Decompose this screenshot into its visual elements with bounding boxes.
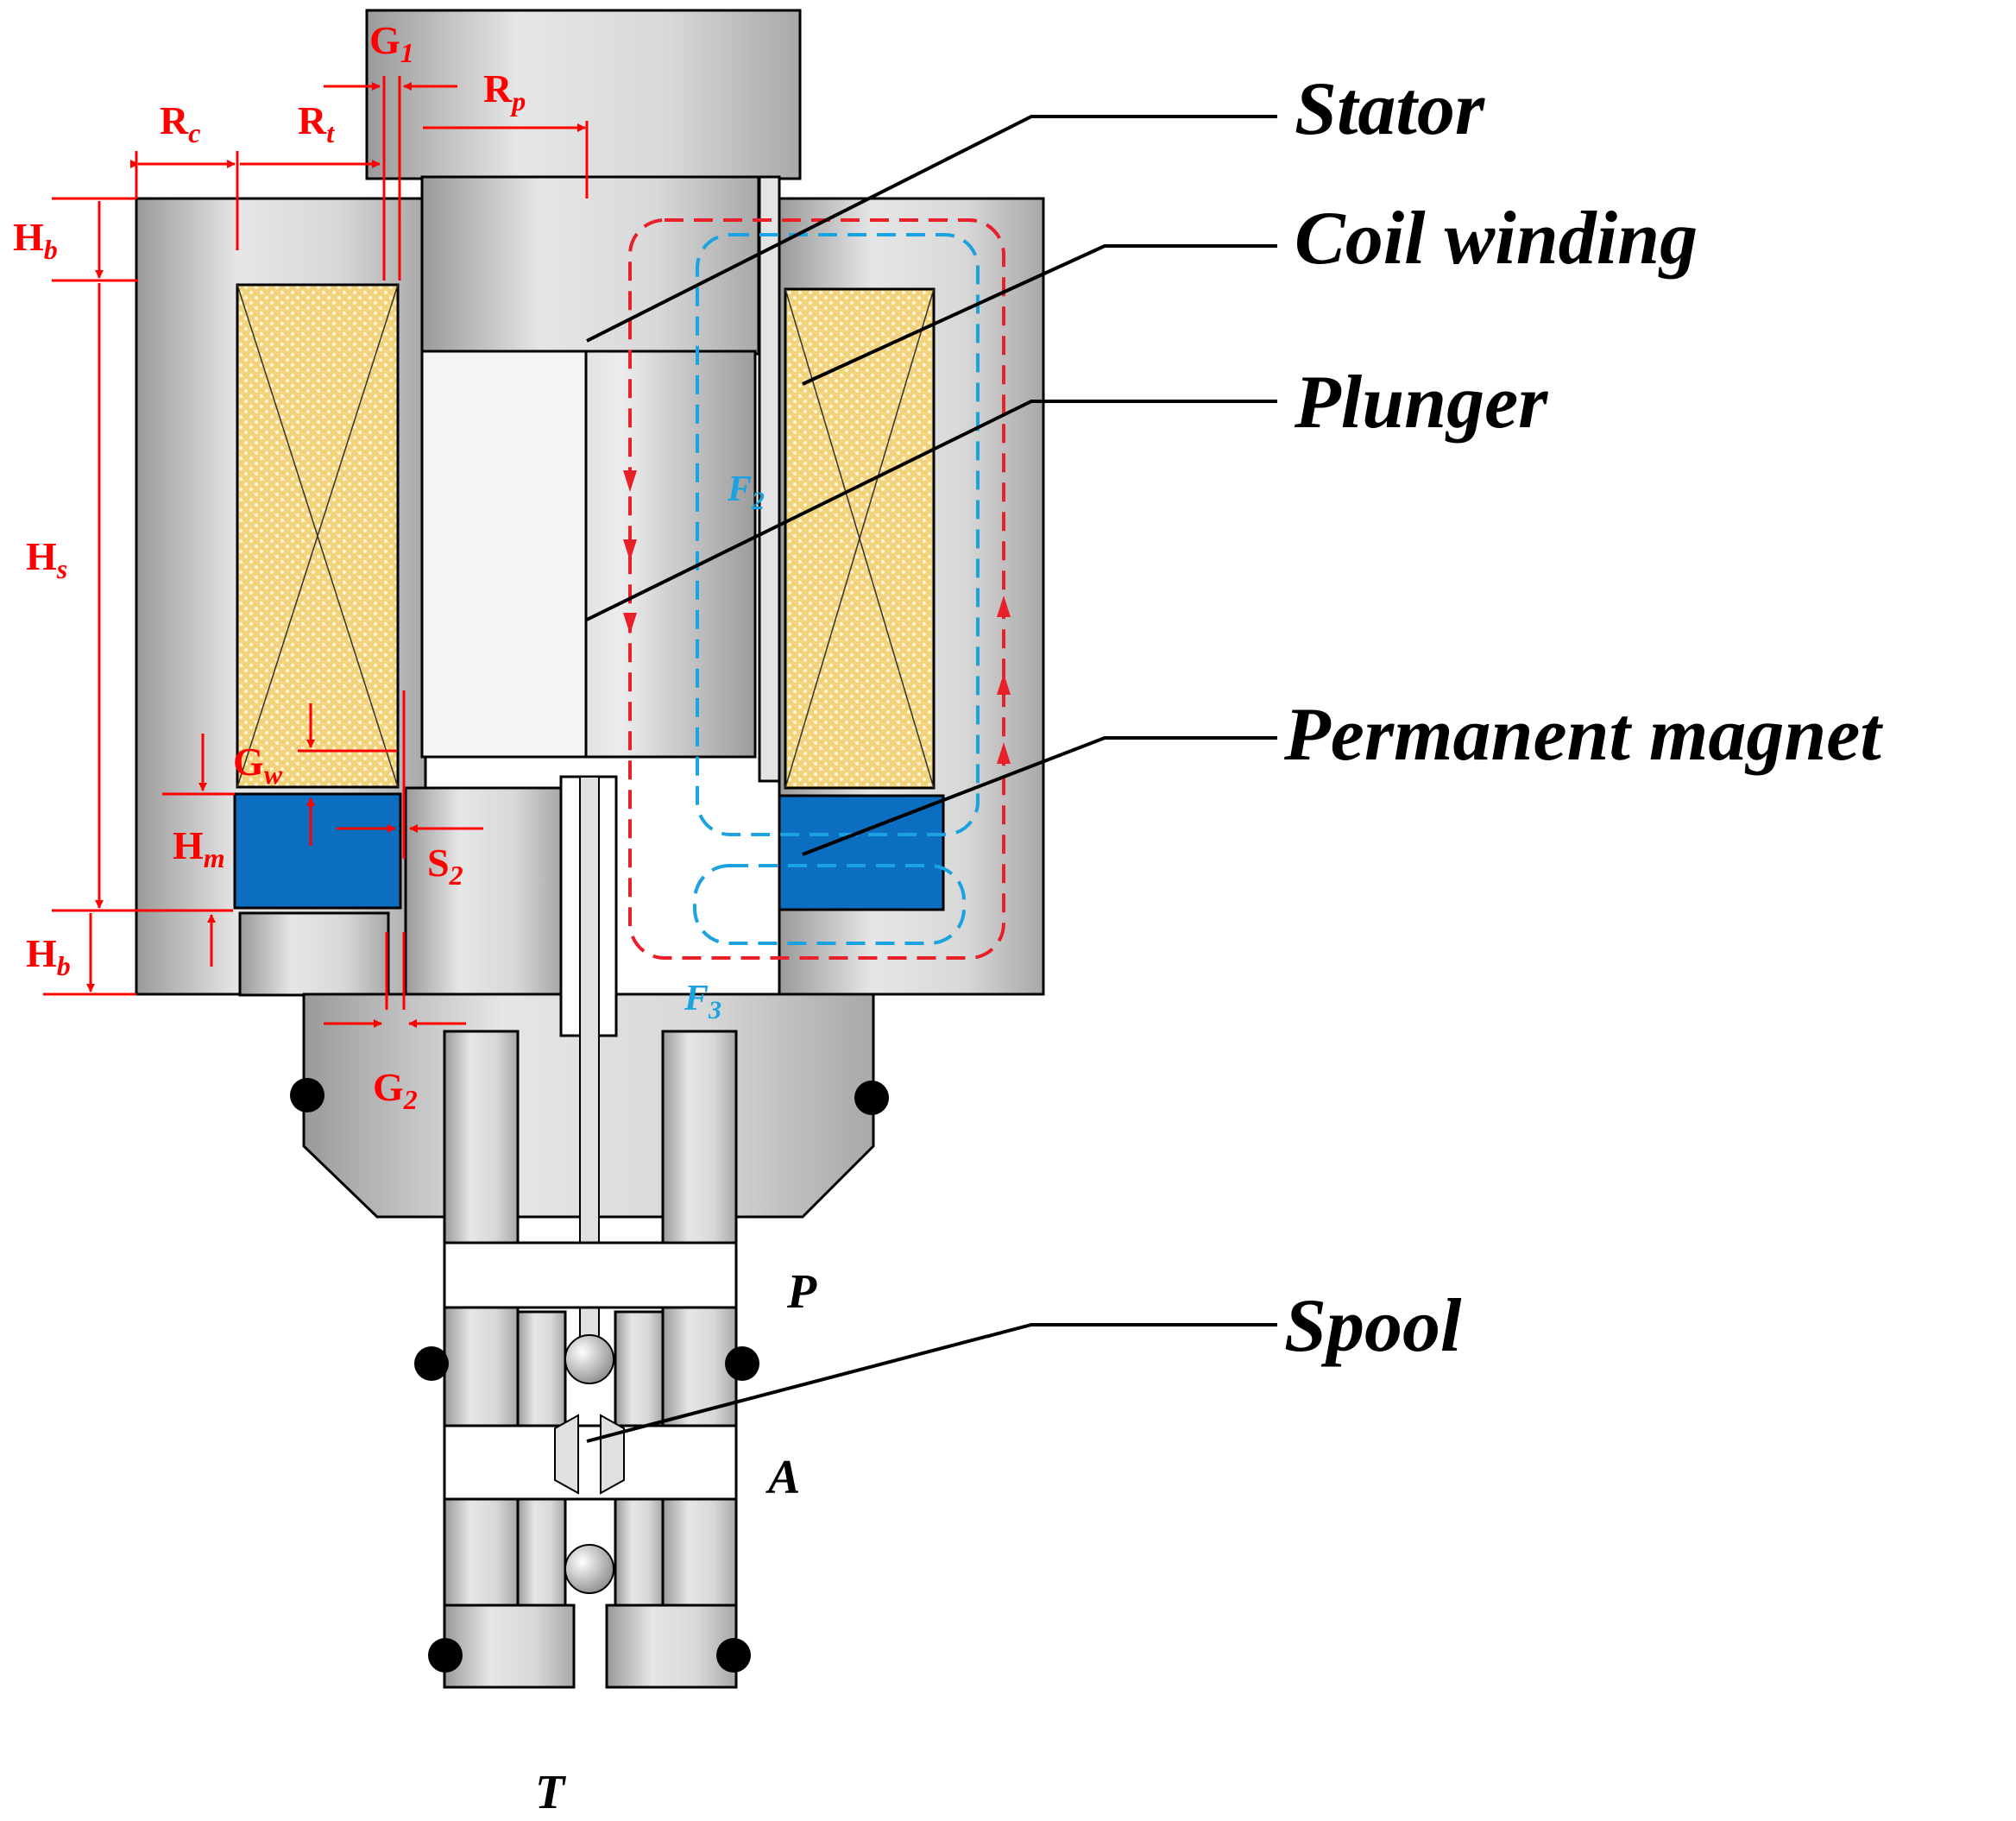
cartridge-lower-left [443, 1604, 576, 1689]
spool-ball-lower [564, 1544, 614, 1594]
label-spool: Spool [1284, 1284, 1462, 1368]
stator-tube-right-wall [758, 175, 781, 783]
flux-path-f3 [693, 864, 966, 945]
label-stator: Stator [1295, 67, 1485, 151]
o-ring [725, 1346, 759, 1381]
leader-spool [586, 1323, 1277, 1443]
callout-labels: Stator Coil winding Plunger Permanent ma… [1283, 67, 1883, 1368]
flux-f3-label: F3 [684, 979, 721, 1024]
dim-g1: G1 [369, 18, 414, 68]
dim-hm: Hm [173, 823, 225, 873]
dim-rp: Rp [483, 66, 526, 117]
port-a-opening [443, 1424, 738, 1501]
o-ring [854, 1081, 889, 1115]
leader-magnet [802, 736, 1277, 856]
label-coil-winding: Coil winding [1295, 197, 1698, 280]
dimension-lines [43, 76, 589, 1028]
spool-cone-right [600, 1414, 625, 1495]
dim-s2: S2 [427, 841, 463, 891]
lower-bushing [238, 911, 390, 997]
port-a-label: A [765, 1451, 800, 1504]
dim-hb-bottom: Hb [26, 931, 71, 981]
dim-rc: Rc [160, 98, 200, 148]
valve-body [135, 9, 1045, 1689]
label-permanent-magnet: Permanent magnet [1283, 693, 1883, 777]
o-ring [414, 1346, 449, 1381]
dim-rt: Rt [298, 98, 335, 148]
o-ring [428, 1638, 463, 1673]
o-ring [290, 1078, 324, 1112]
o-ring [716, 1638, 751, 1673]
stator-top-cap [365, 9, 802, 180]
flux-path-f1 [628, 218, 1005, 960]
dim-g2: G2 [373, 1065, 418, 1115]
port-p-opening [443, 1241, 738, 1309]
leader-plunger [586, 400, 1277, 621]
cartridge-right [661, 1030, 738, 1689]
dim-hb-top: Hb [13, 215, 58, 265]
port-p-label: P [786, 1265, 817, 1319]
stator-tube [420, 175, 760, 356]
cartridge-lower-right [605, 1604, 738, 1689]
flux-path-f2 [696, 233, 980, 836]
leader-lines [586, 115, 1277, 1443]
lower-pole [404, 786, 563, 997]
leader-coil [802, 244, 1277, 386]
spool-cone-left [554, 1414, 579, 1495]
plunger-bore [420, 350, 588, 759]
leader-stator [586, 115, 1277, 343]
flux-paths [623, 218, 1011, 960]
label-plunger: Plunger [1294, 361, 1548, 444]
spool-ball-upper [564, 1334, 614, 1384]
flux-labels: F2 F3 [684, 469, 765, 1024]
cartridge-left [443, 1030, 520, 1689]
dim-hs: Hs [26, 534, 67, 584]
port-t-label: T [535, 1766, 567, 1819]
flux-f2-label: F2 [727, 469, 765, 515]
dimension-labels: G1 Rc Rt Rp Hb Hs Gw Hm S2 Hb G2 [13, 18, 526, 1115]
port-labels: P A T [535, 1265, 817, 1819]
dim-gw: Gw [233, 740, 283, 790]
magnet-left [233, 792, 402, 910]
